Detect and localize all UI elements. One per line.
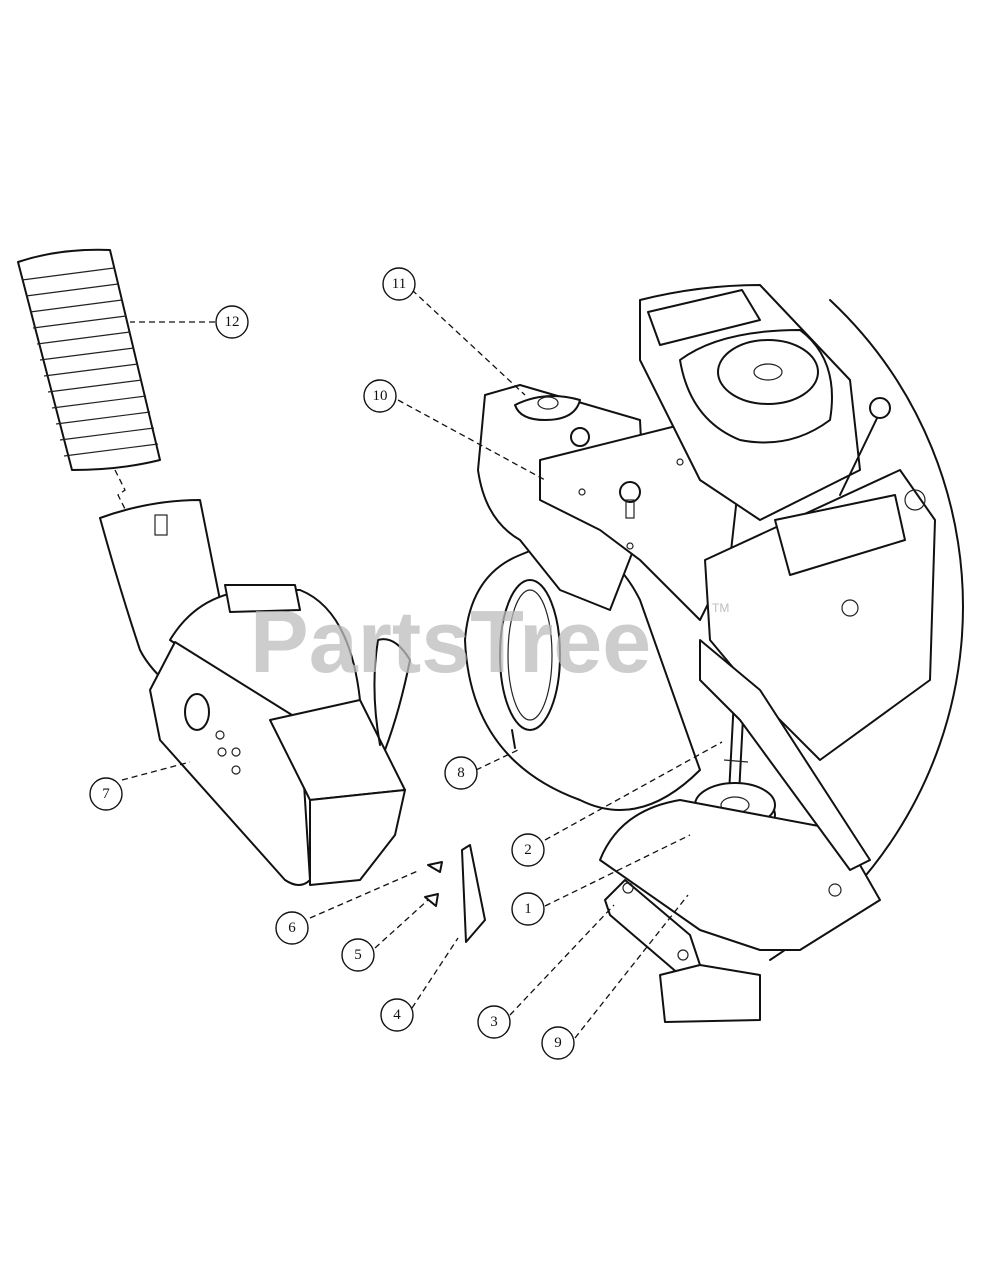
callout-2: 2 xyxy=(511,833,545,867)
rear-tire-part xyxy=(464,543,701,811)
tractor-frame xyxy=(477,284,936,897)
callout-11: 11 xyxy=(382,267,416,301)
callout-5-label: 5 xyxy=(354,947,362,963)
callout-5: 5 xyxy=(341,938,375,972)
callout-6-label: 6 xyxy=(288,920,296,936)
blower-housing-part xyxy=(99,499,411,886)
callout-1: 1 xyxy=(511,892,545,926)
callout-6: 6 xyxy=(275,911,309,945)
flex-hose-part xyxy=(17,248,161,471)
callout-4-label: 4 xyxy=(393,1007,401,1023)
callout-7-label: 7 xyxy=(102,786,110,802)
callout-9-label: 9 xyxy=(554,1035,562,1051)
callout-12-label: 12 xyxy=(225,314,240,330)
callout-1-label: 1 xyxy=(524,901,532,917)
pulley-assembly-part xyxy=(599,782,881,1023)
hose-to-chute-dashed xyxy=(114,469,129,516)
callout-11-label: 11 xyxy=(392,276,406,292)
callout-9: 9 xyxy=(541,1026,575,1060)
callout-3-label: 3 xyxy=(490,1014,498,1030)
callout-7: 7 xyxy=(89,777,123,811)
callout-12: 12 xyxy=(215,305,249,339)
callout-8-label: 8 xyxy=(457,765,465,781)
hardware-parts xyxy=(424,844,486,943)
callout-2-label: 2 xyxy=(524,842,532,858)
callout-8: 8 xyxy=(444,756,478,790)
watermark-text: PartsTree xyxy=(250,592,651,691)
callout-10-label: 10 xyxy=(373,388,388,404)
callout-10: 10 xyxy=(363,379,397,413)
leader-lines xyxy=(121,289,723,1039)
watermark-trademark: TM xyxy=(712,601,729,615)
callout-4: 4 xyxy=(380,998,414,1032)
callout-3: 3 xyxy=(477,1005,511,1039)
